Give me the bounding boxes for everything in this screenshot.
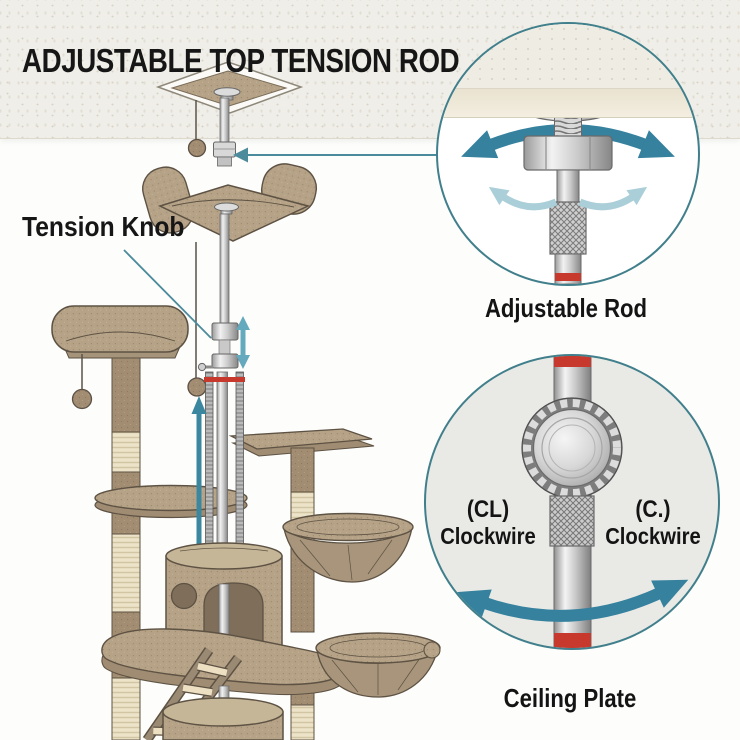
direction-abbr-right: (C.) bbox=[635, 496, 671, 523]
ceiling-plate-caption: Ceiling Plate bbox=[503, 683, 637, 713]
rotation-arrow-icon bbox=[454, 579, 689, 622]
lower-condo bbox=[162, 697, 284, 740]
height-adjust-arrow-icon bbox=[191, 396, 207, 566]
page-title: ADJUSTABLE TOP TENSION ROD bbox=[22, 42, 460, 80]
left-perch bbox=[51, 305, 189, 410]
tension-knob-assembly bbox=[197, 322, 239, 372]
leader-arrowhead-icon bbox=[233, 147, 248, 163]
tension-knob-label: Tension Knob bbox=[22, 211, 185, 242]
ceiling-plate-drawing bbox=[454, 356, 689, 648]
right-scratching-post bbox=[290, 447, 315, 740]
red-band-top bbox=[554, 356, 591, 367]
condo-window bbox=[170, 582, 198, 610]
direction-word-left: Clockwire bbox=[440, 523, 536, 549]
knurled-grip bbox=[549, 495, 595, 547]
top-corner-perch bbox=[142, 163, 318, 242]
direction-label-right: (C.) Clockwire bbox=[596, 496, 710, 550]
hanging-toy-middle bbox=[187, 242, 207, 397]
direction-word-right: Clockwire bbox=[605, 523, 701, 549]
ceiling-mount-plate bbox=[155, 61, 304, 114]
upper-hammock bbox=[282, 512, 414, 583]
red-band bbox=[555, 273, 581, 281]
tension-rod-middle bbox=[219, 213, 230, 327]
ceiling-plate-callout bbox=[424, 354, 720, 650]
callout-ceiling-texture bbox=[438, 24, 698, 88]
left-scratching-post bbox=[111, 351, 141, 740]
direction-abbr-left: (CL) bbox=[466, 496, 510, 523]
red-band-bottom bbox=[554, 633, 591, 648]
callout-ceiling-edge bbox=[438, 88, 698, 118]
adjustable-rod-drawing bbox=[461, 102, 675, 284]
hanging-toy-top bbox=[187, 100, 207, 158]
spin-hint-arrow-right-icon bbox=[578, 186, 648, 211]
tension-rod-upper bbox=[213, 97, 236, 167]
adjustable-rod-hardware bbox=[523, 102, 613, 284]
spin-hint-arrow-left-icon bbox=[488, 186, 558, 211]
adjustable-rod-caption: Adjustable Rod bbox=[484, 293, 648, 323]
upper-right-platform bbox=[228, 428, 375, 457]
leader-lines bbox=[123, 147, 437, 339]
tension-spring-tubes bbox=[204, 371, 245, 563]
red-band-top bbox=[204, 377, 245, 382]
knob-adjust-arrow-icon bbox=[236, 316, 250, 369]
direction-label-left: (CL) Clockwire bbox=[431, 496, 545, 550]
lower-hammock bbox=[315, 632, 441, 698]
adjustable-rod-callout bbox=[436, 22, 700, 286]
cat-condo bbox=[165, 542, 283, 647]
